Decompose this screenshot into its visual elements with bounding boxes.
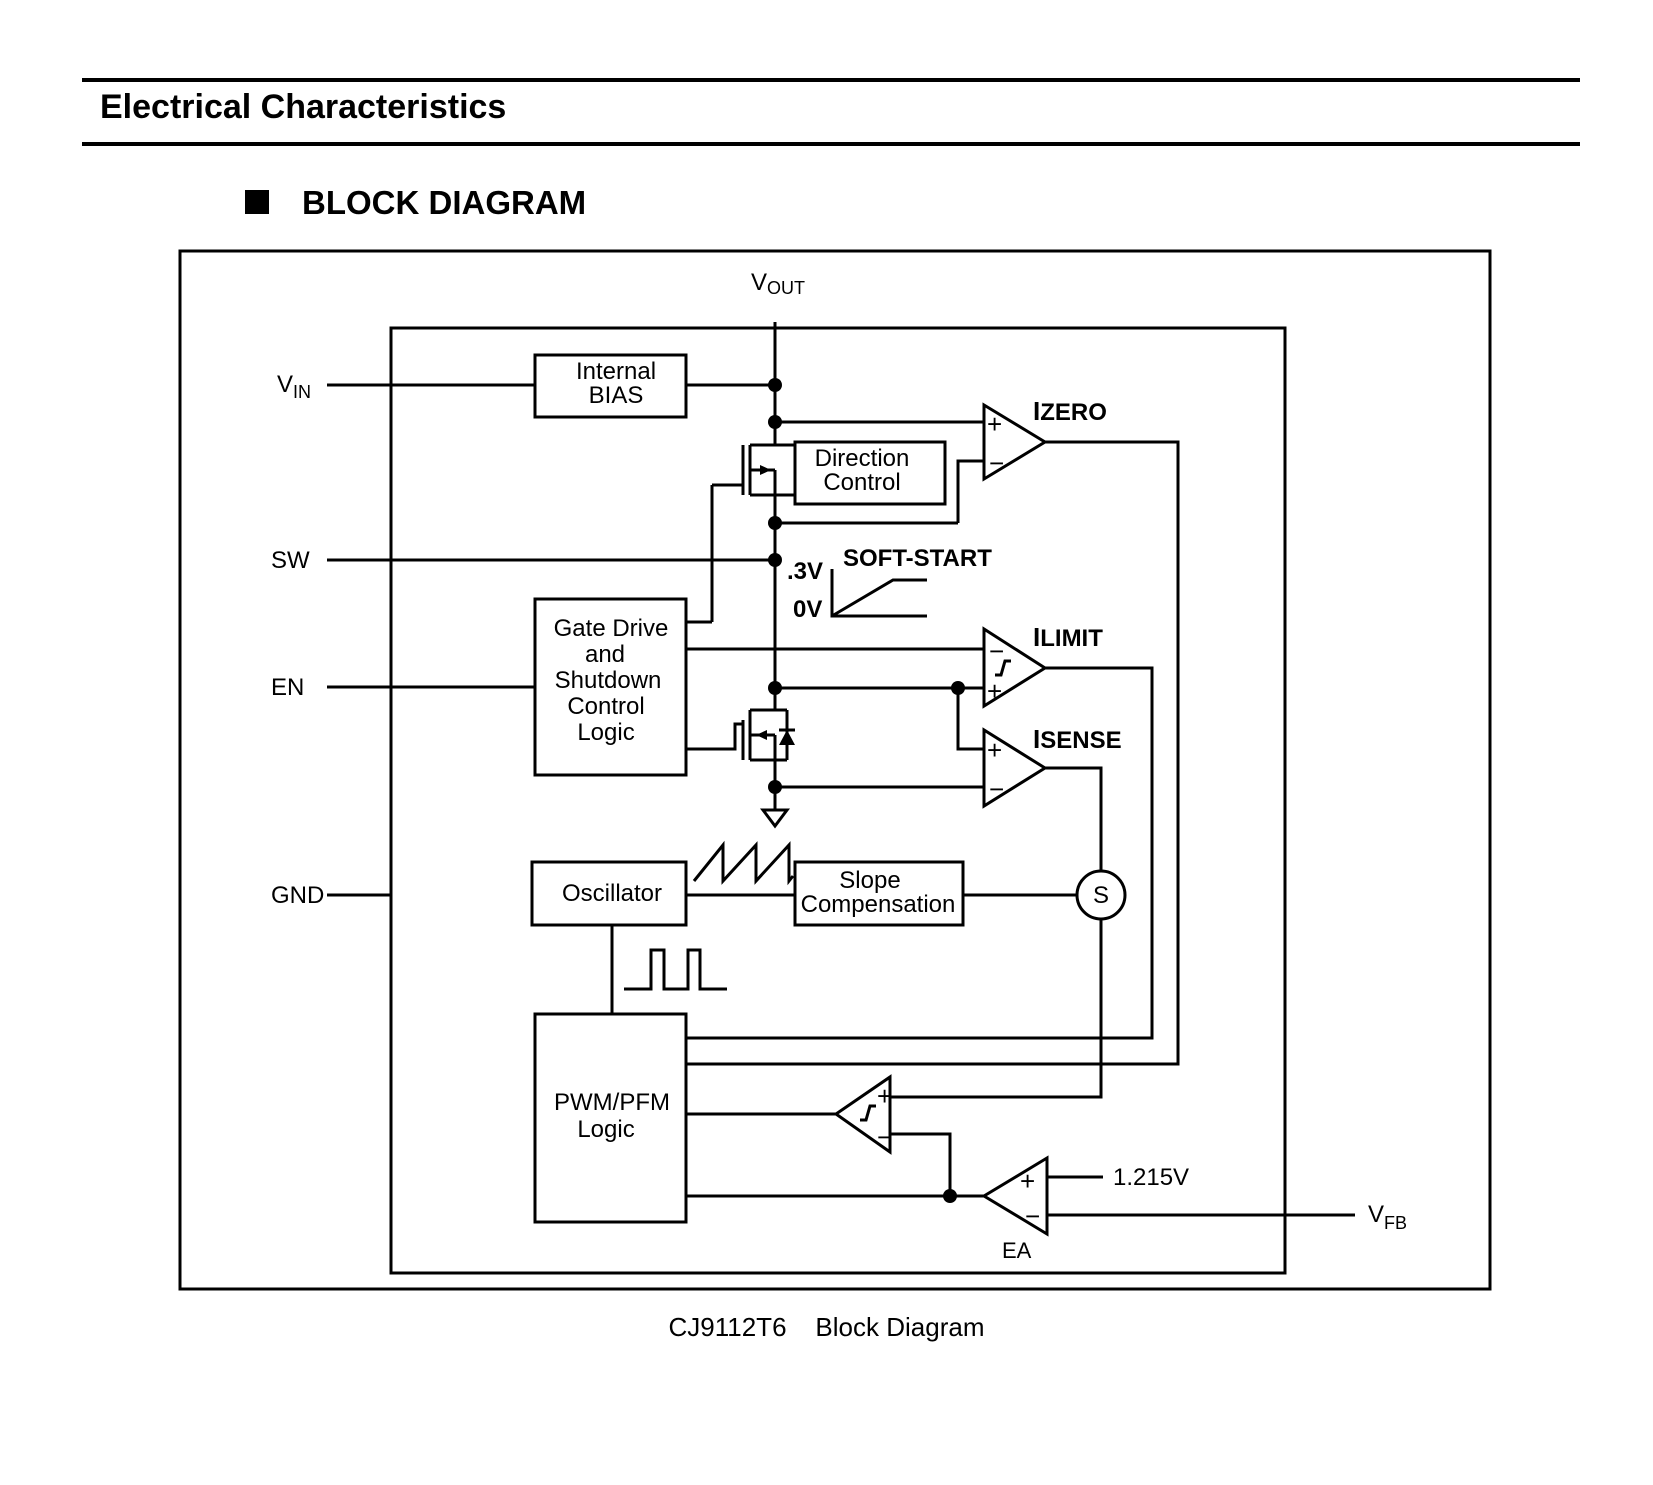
ilimit-comparator <box>982 626 1048 709</box>
pin-wires <box>327 322 1355 1217</box>
direction-control-label-2: Control <box>823 469 900 496</box>
summing-node-label: S <box>1093 882 1109 909</box>
heading-bullet-icon <box>245 190 269 214</box>
isense-label: ISENSE <box>1033 724 1122 754</box>
bottom-rule <box>82 142 1580 146</box>
figure-caption: CJ9112T6 Block Diagram <box>668 1312 985 1342</box>
isense-output-wire <box>1045 766 1103 873</box>
slope-compensation-label-2: Compensation <box>801 891 956 918</box>
vfb-label: VFB <box>1368 1201 1407 1233</box>
ground-symbol-icon <box>760 808 790 829</box>
pwm-comp-plus-sign: + <box>877 1081 892 1111</box>
clock-pulse-icon <box>624 948 727 991</box>
ilimit-label: ILIMIT <box>1033 622 1103 652</box>
ilimit-minus-sign: − <box>989 636 1004 666</box>
isense-comparator <box>982 727 1048 809</box>
direction-control-block <box>793 440 947 506</box>
isense-plus-sign: + <box>987 735 1002 765</box>
izero-minus-sign: − <box>989 448 1004 478</box>
ea-label: EA <box>1002 1238 1032 1263</box>
top-rule <box>82 78 1580 82</box>
sum-output-wire <box>890 919 1103 1099</box>
gate-drive-block <box>533 597 688 777</box>
ilimit-output-wire <box>686 666 1154 1040</box>
oscillator-label: Oscillator <box>562 880 662 907</box>
oscillator-block <box>530 860 688 927</box>
sw-label: SW <box>271 547 310 574</box>
ilimit-hysteresis-icon <box>995 659 1011 677</box>
pwm-comp-hysteresis-icon <box>860 1104 876 1122</box>
soft-start-label: SOFT-START <box>843 545 992 572</box>
chip-boundary <box>389 326 1287 1275</box>
izero-output-wire <box>686 440 1180 1066</box>
pwm-comparator <box>833 1074 892 1155</box>
soft-start-low-label: 0V <box>793 596 822 623</box>
ilimit-plus-sign: + <box>987 676 1002 706</box>
izero-plus-sign: + <box>987 409 1002 439</box>
reference-voltage-label: 1.215V <box>1113 1164 1189 1191</box>
gnd-label: GND <box>271 882 324 909</box>
en-label: EN <box>271 674 304 701</box>
section-title: Electrical Characteristics <box>100 88 507 126</box>
internal-bias-block <box>533 353 688 419</box>
slope-compensation-label-1: Slope <box>839 867 900 894</box>
diagram-heading: BLOCK DIAGRAM <box>302 184 587 221</box>
gate-drive-label-2: and <box>585 641 625 668</box>
isense-minus-sign: − <box>989 774 1004 804</box>
pwm-pfm-label-1: PWM/PFM <box>554 1089 670 1116</box>
low-side-mosfet-icon <box>686 688 795 810</box>
soft-start-high-label: .3V <box>787 558 823 585</box>
izero-comparator <box>982 402 1048 482</box>
gate-drive-label-4: Control <box>567 693 644 720</box>
internal-bias-label-2: BIAS <box>589 382 644 409</box>
pwm-pfm-logic-block <box>533 1012 688 1224</box>
error-amplifier <box>981 1155 1049 1237</box>
izero-minus-wire-2 <box>956 459 984 523</box>
ea-minus-sign: − <box>1025 1201 1040 1231</box>
isense-plus-wire <box>956 688 984 751</box>
gate-drive-label-3: Shutdown <box>555 667 662 694</box>
direction-control-label-1: Direction <box>815 445 910 472</box>
ea-plus-sign: + <box>1020 1166 1035 1196</box>
junction-dots <box>768 378 965 1203</box>
internal-bias-label-1: Internal <box>576 358 656 385</box>
pwm-pfm-label-2: Logic <box>577 1116 634 1143</box>
high-side-mosfet-icon <box>710 420 795 622</box>
vin-label: VIN <box>277 371 311 402</box>
gate-drive-label-1: Gate Drive <box>554 615 669 642</box>
pwm-comp-minus-sign: − <box>877 1122 892 1152</box>
izero-label: IZERO <box>1033 396 1107 426</box>
vout-label: VOUT <box>751 269 805 298</box>
outer-frame <box>178 249 1492 1291</box>
slope-compensation-block <box>793 860 965 927</box>
gate-drive-label-5: Logic <box>577 719 634 746</box>
ea-to-pwm-comp-wire <box>890 1132 952 1196</box>
sawtooth-waveform-icon <box>692 840 795 886</box>
